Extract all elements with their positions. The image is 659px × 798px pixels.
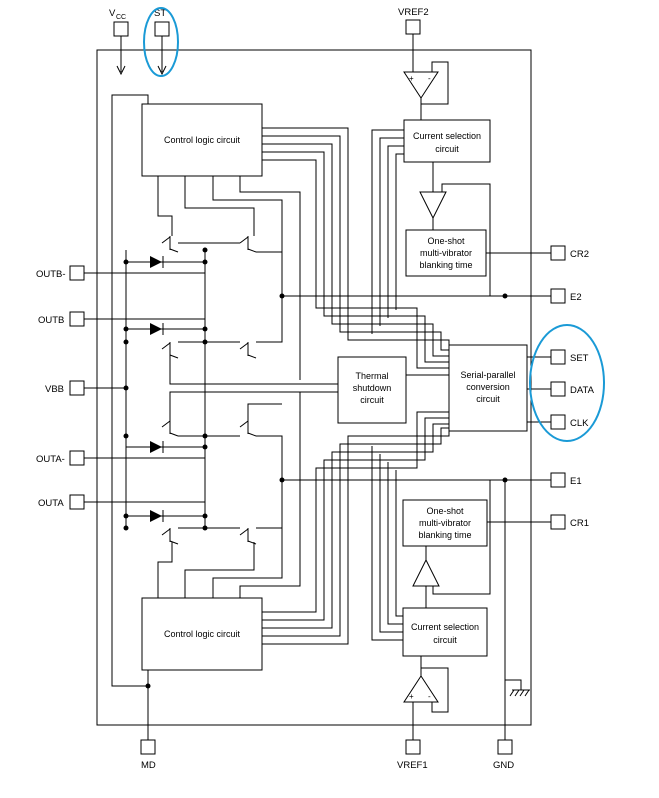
- thermal-line-1: Thermal: [355, 371, 388, 381]
- pin-cr2-label: CR2: [570, 249, 589, 260]
- current-sel-bottom-line-2: circuit: [433, 635, 457, 645]
- pin-outb-neg-label: OUTB-: [36, 269, 66, 280]
- pin-vref2: VREF2: [398, 7, 429, 72]
- pin-vcc-subscript: CC: [116, 14, 126, 21]
- current-selection-top: [403, 119, 491, 163]
- ground-symbol: [504, 679, 530, 742]
- transistor-q6: [205, 403, 283, 480]
- current-sel-top-line-1: Current selection: [413, 131, 481, 141]
- current-sel-top-line-2: circuit: [435, 144, 459, 154]
- pin-data-label: DATA: [570, 385, 595, 396]
- pin-outa-neg: OUTA-: [36, 447, 206, 466]
- oneshot-bottom: [402, 499, 488, 547]
- current-sel-bottom-line-1: Current selection: [411, 622, 479, 632]
- diode-d3: [126, 441, 205, 453]
- pin-st-label: ST: [154, 8, 166, 19]
- diode-d2: [126, 323, 205, 335]
- control-bus-top: [262, 127, 450, 369]
- pin-e1: E1: [550, 472, 582, 488]
- pin-outb: OUTB: [38, 311, 206, 329]
- comparator-bottom: [412, 480, 491, 608]
- serial-line-3: circuit: [476, 394, 500, 404]
- h-bridge-b: [123, 176, 301, 385]
- oneshot-bottom-line-1: One-shot: [426, 506, 464, 516]
- pin-clk: CLK: [550, 414, 589, 430]
- control-logic-bottom-label: Control logic circuit: [164, 629, 241, 639]
- pin-outb-label: OUTB: [38, 315, 64, 326]
- oneshot-top-line-3: blanking time: [419, 260, 472, 270]
- pin-vcc: V CC: [109, 8, 129, 76]
- transistor-q2: [205, 236, 283, 296]
- pin-vref2-label: VREF2: [398, 7, 429, 18]
- pin-gnd: GND: [493, 739, 514, 771]
- oneshot-bottom-line-2: multi-vibrator: [419, 518, 471, 528]
- pin-data: DATA: [550, 381, 595, 397]
- pin-e2: E2: [550, 288, 582, 304]
- comparator-top: [419, 162, 491, 296]
- opamp-top: + -: [403, 61, 449, 120]
- diode-d4: [126, 510, 205, 522]
- opamp-top-minus: -: [428, 74, 431, 83]
- serial-line-1: Serial-parallel: [460, 370, 515, 380]
- oneshot-top: [405, 229, 487, 277]
- serial-parallel-block: [448, 344, 528, 432]
- pin-outb-neg: OUTB-: [36, 262, 206, 281]
- pin-vref1-label: VREF1: [397, 760, 428, 771]
- pin-set: SET: [550, 349, 589, 365]
- transistor-q3: [161, 341, 300, 385]
- opamp-top-plus: +: [409, 74, 414, 83]
- pin-outa-label: OUTA: [38, 498, 64, 509]
- pin-md: MD: [140, 739, 156, 771]
- opamp-bottom: + -: [403, 656, 449, 740]
- pin-outa: OUTA: [38, 494, 206, 516]
- control-logic-bottom: [141, 597, 263, 671]
- opamp-bottom-minus: -: [428, 692, 431, 701]
- pin-outa-neg-label: OUTA-: [36, 454, 65, 465]
- pin-cr2: CR2: [550, 245, 589, 261]
- control-bus-bottom: [262, 411, 450, 645]
- pin-e1-label: E1: [570, 476, 582, 487]
- pin-vcc-label: V: [109, 8, 116, 19]
- pin-vbb: VBB: [45, 380, 129, 396]
- diode-d1: [126, 256, 205, 268]
- current-selection-bottom: [402, 607, 488, 657]
- pin-cr1: CR1: [550, 514, 589, 530]
- transistor-q7: [161, 527, 205, 545]
- oneshot-top-line-2: multi-vibrator: [420, 248, 472, 258]
- pin-e2-label: E2: [570, 292, 582, 303]
- pin-vbb-label: VBB: [45, 384, 64, 395]
- transistor-q4: [205, 296, 283, 359]
- transistor-q8: [205, 480, 283, 545]
- thermal-line-3: circuit: [360, 395, 384, 405]
- control-logic-top-label: Control logic circuit: [164, 135, 241, 145]
- transistor-q5: [161, 391, 300, 437]
- st-highlight-circle: [143, 7, 179, 77]
- pin-set-label: SET: [570, 353, 589, 364]
- opamp-bottom-plus: +: [409, 692, 414, 701]
- serial-line-2: conversion: [466, 382, 510, 392]
- pin-clk-label: CLK: [570, 418, 589, 429]
- thermal-line-2: shutdown: [353, 383, 392, 393]
- thermal-shutdown-block: [337, 356, 407, 424]
- oneshot-top-line-1: One-shot: [427, 236, 465, 246]
- pin-vref1: VREF1: [397, 739, 428, 771]
- pin-st: ST: [154, 8, 170, 76]
- pin-md-label: MD: [141, 760, 156, 771]
- serial-inputs-highlight-circle: [529, 324, 605, 442]
- h-bridge-a: [123, 391, 301, 598]
- pin-gnd-label: GND: [493, 760, 514, 771]
- pin-cr1-label: CR1: [570, 518, 589, 529]
- transistor-q1: [161, 236, 205, 253]
- control-logic-top: [141, 103, 263, 177]
- oneshot-bottom-line-3: blanking time: [418, 530, 471, 540]
